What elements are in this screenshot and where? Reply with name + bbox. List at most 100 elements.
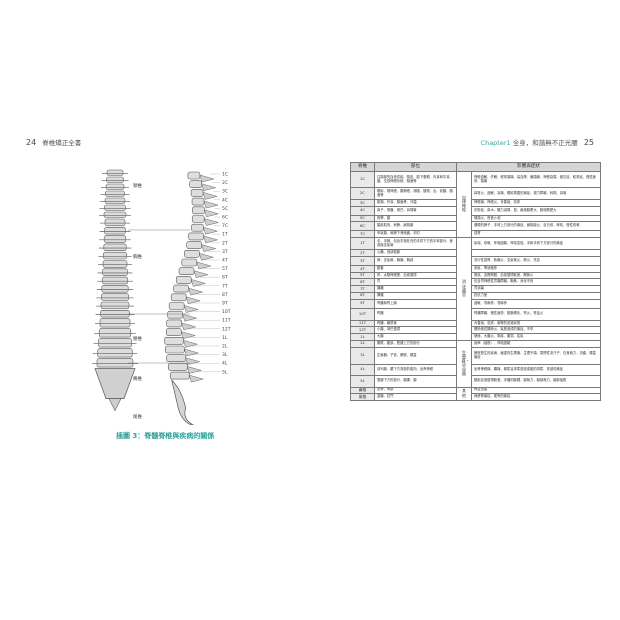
vertebra-side xyxy=(167,310,183,319)
vertebra-side xyxy=(165,345,185,354)
vertebra-label: 5L xyxy=(222,369,228,375)
body-part-cell: 大腸 xyxy=(374,333,457,341)
vertebra-side xyxy=(192,206,205,215)
spinous-process xyxy=(185,296,202,305)
vertebra-level-cell: 6C xyxy=(350,221,375,232)
spinous-process xyxy=(183,339,199,348)
sacrum-side xyxy=(171,378,195,425)
symptom-cell: 痔瘡等痛症、尾骨的痛症 xyxy=(470,393,602,402)
vertebra-side xyxy=(167,363,188,371)
vertebra-front xyxy=(105,190,125,197)
vertebra-front xyxy=(97,348,133,358)
body-part-cell: 坐骨、臀部 xyxy=(374,386,457,395)
vertebra-front xyxy=(101,285,129,293)
vertebra-front xyxy=(106,169,124,176)
vertebra-level-cell: 2C xyxy=(350,187,375,200)
vertebra-level-cell: 4L xyxy=(350,363,375,376)
body-part-cell: 雙腿下方的部分、腳踝、腳 xyxy=(374,374,457,388)
vertebra-label: 8T xyxy=(222,292,228,298)
body-part-cell: 腎臟和腎上腺 xyxy=(374,298,457,309)
body-part-cell: 闌尾、腹部、雙腿上方的部分 xyxy=(374,339,457,348)
spinous-process xyxy=(188,374,205,383)
vertebra-level-cell: 10T xyxy=(350,307,375,321)
vertebra-side xyxy=(184,250,200,258)
spinous-process xyxy=(201,244,217,252)
vertebra-front xyxy=(104,197,126,204)
vertebra-level-cell: 5T xyxy=(350,271,375,280)
vertebra-label: 6T xyxy=(222,275,228,281)
vertebra-label: 7C xyxy=(222,223,228,229)
symptom-cell: 關節風性關節炎、氣脹造成的痛症、不孕 xyxy=(470,326,602,335)
right-page-header: Chapter1 全身，和諧無不正光腰 25 xyxy=(481,137,598,147)
vertebra-label: 9T xyxy=(222,301,228,307)
vertebra-level-cell: 5L xyxy=(350,374,375,388)
system-group-label: 消化器官 xyxy=(462,279,466,297)
vertebra-front xyxy=(106,176,124,183)
symptom-cell: 腿部血液循環較差、浮腫的腳踝、腳無力、腳部無力、腳部抽筋 xyxy=(470,374,602,388)
vertebra-side xyxy=(166,319,182,328)
vertebra-side xyxy=(170,293,187,302)
vertebra-front xyxy=(100,301,130,310)
vertebra-label: 4T xyxy=(222,258,228,264)
vertebra-front xyxy=(98,328,132,338)
vertebra-label: 4L xyxy=(222,361,228,367)
vertebra-level-cell: 1C xyxy=(350,171,375,188)
table-header-row: 脊椎 部位 影響與症狀 xyxy=(350,162,602,172)
spine-side-view xyxy=(164,171,220,425)
body-part-cell: 眼睛、視神經、聽神經、靜脈、額竇、舌、前額、顏面等 xyxy=(374,187,457,200)
sacrum-front xyxy=(94,368,136,399)
vertebra-front xyxy=(104,227,126,235)
header-symptom: 影響與症狀 xyxy=(455,162,602,172)
vertebra-level-cell: 1T xyxy=(350,237,375,251)
vertebra-label: 2T xyxy=(222,240,228,246)
region-label: 腰椎 xyxy=(133,335,142,342)
body-part-cell: 生殖器、子宮、膀胱、膝蓋 xyxy=(374,346,457,365)
vertebra-front xyxy=(99,318,131,328)
vertebra-level-cell: 5C xyxy=(350,214,375,223)
vertebra-level-cell: 3C xyxy=(350,199,375,207)
region-label: 薦椎 xyxy=(133,375,142,382)
vertebra-label: 6C xyxy=(222,215,228,221)
vertebra-label: 5T xyxy=(222,266,228,272)
symptom-cell: 坐骨神經痛、腰痛、頻尿且排尿感覺或難的排尿、背部的痛症 xyxy=(470,363,602,376)
body-part-cell: 頸部肌肉、肩膀、扁桃腺 xyxy=(374,221,457,232)
vertebra-front xyxy=(103,251,127,260)
vertebra-labels: 1C2C3C4C5C6C7C1T2T3T4T5T6T7T8T9T10T11T12… xyxy=(189,172,231,375)
spinous-process xyxy=(180,331,197,339)
vertebra-side xyxy=(189,180,202,189)
vertebra-front xyxy=(100,310,130,318)
vertebra-label: 5C xyxy=(222,206,228,212)
symptom-cell: 流行性感冒、肋膜炎、支氣管炎、肺炎、充血 xyxy=(470,255,602,266)
region-divider-lines xyxy=(128,229,190,364)
body-part-cell: 胰臟 xyxy=(374,285,457,293)
body-part-cell: 膽囊 xyxy=(374,264,457,273)
vertebra-front xyxy=(103,211,127,218)
region-label: 胸椎 xyxy=(133,253,142,260)
vertebra-level-cell: 9T xyxy=(350,298,375,309)
spinous-process xyxy=(183,305,200,313)
symptom-cell: 胃潰瘍 xyxy=(470,285,602,293)
symptom-cell: 痙攣（抽筋）、呼吸困難 xyxy=(470,339,602,348)
table-row: 薦椎坐骨、臀部其他骨盆歪曲 xyxy=(350,386,602,402)
vertebra-level-cell: 7C xyxy=(350,230,375,239)
vertebra-side xyxy=(187,171,201,180)
vertebra-label: 11T xyxy=(222,318,231,324)
symptom-cell xyxy=(470,249,602,257)
body-part-cell: 聲帶、頸 xyxy=(374,214,457,223)
vertebra-label: 3C xyxy=(222,189,228,195)
vertebra-level-cell: 薦椎 xyxy=(350,386,375,395)
system-group-cell: 自律神經 xyxy=(456,170,472,239)
